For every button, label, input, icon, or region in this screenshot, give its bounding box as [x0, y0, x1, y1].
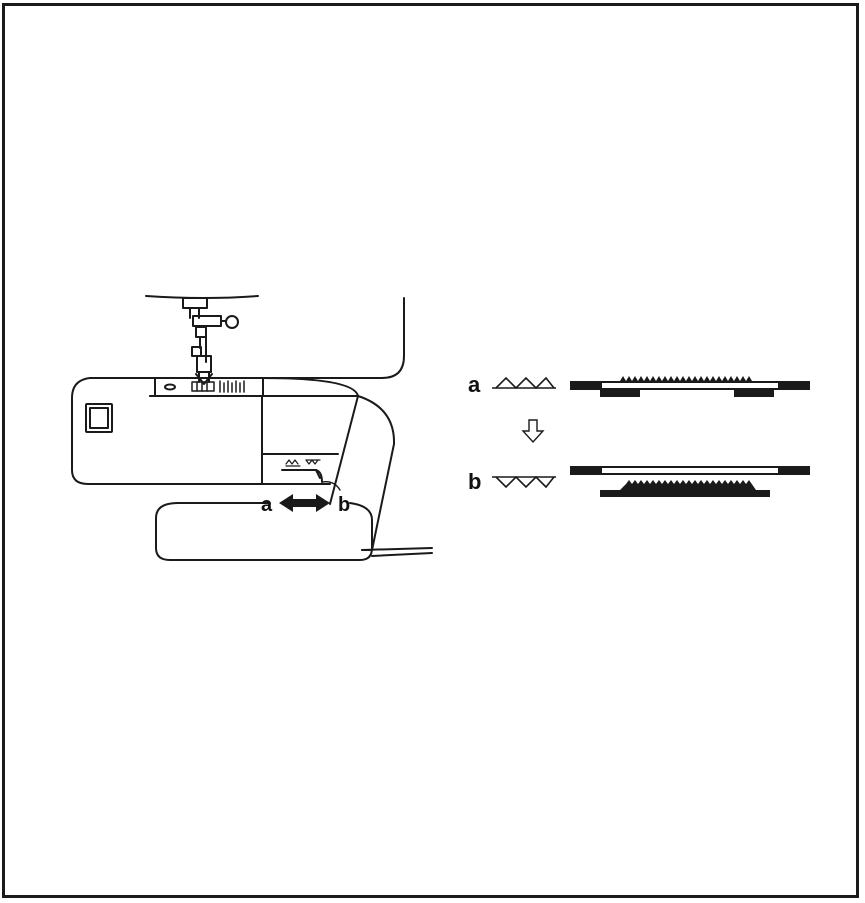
- machine-front-body: [71, 377, 263, 485]
- free-arm-base: [155, 502, 373, 561]
- feed-dog-lowered-diagram: [570, 466, 810, 497]
- feed-dog-raised-symbol: [492, 376, 556, 390]
- feed-dog-label-a: a: [468, 372, 481, 397]
- machine-column: [261, 395, 396, 551]
- feed-dog-raised-diagram: [570, 376, 810, 397]
- sewing-machine-illustration: [71, 295, 433, 561]
- feed-lever-double-arrow: [279, 494, 330, 512]
- machine-label-b: b: [338, 494, 350, 516]
- feed-dog-label-b: b: [468, 469, 481, 494]
- presser-foot-assembly: [182, 297, 239, 385]
- machine-label-a: a: [261, 494, 273, 516]
- feed-lever-window: [281, 469, 321, 479]
- machine-pillar-curve: [261, 297, 405, 379]
- needle-plate-deck: [89, 377, 359, 397]
- down-arrow-icon: [521, 419, 545, 444]
- needle-plate-slots: [191, 380, 245, 393]
- feed-dog-lowered-symbol: [492, 475, 556, 489]
- control-button: [85, 403, 113, 433]
- page-frame: [2, 3, 859, 898]
